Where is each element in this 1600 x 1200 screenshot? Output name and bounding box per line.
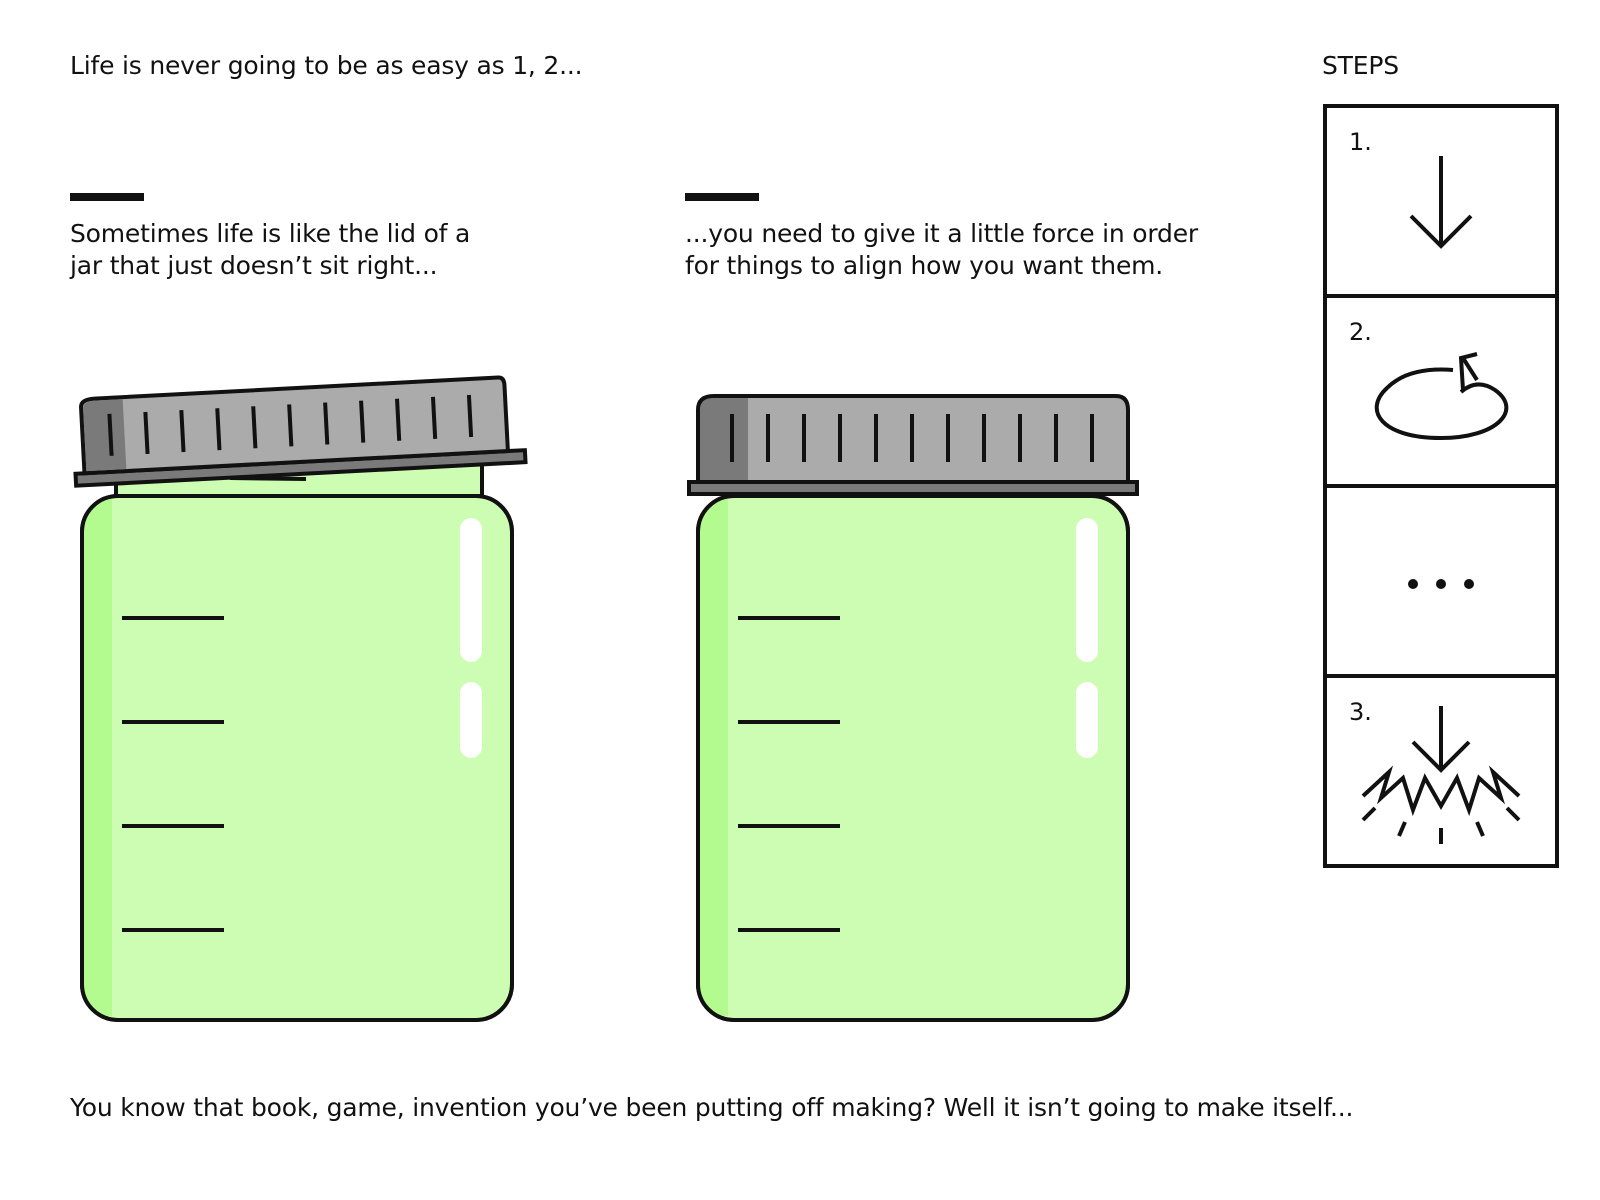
jar-highlight — [1076, 518, 1098, 662]
jar-edge-shade — [700, 499, 728, 1016]
caption-right: ...you need to give it a little force in… — [685, 218, 1198, 282]
jar-highlight — [460, 518, 482, 662]
caption-left-line-2: jar that just doesn’t sit right... — [70, 251, 438, 280]
caption-right-line-1: ...you need to give it a little force in… — [685, 219, 1198, 248]
jar-highlight — [460, 682, 482, 758]
rotate-icon — [1374, 352, 1509, 441]
jars-illustration — [73, 375, 1139, 1022]
step-ellipsis-box — [1323, 484, 1559, 678]
jar-highlight — [1076, 682, 1098, 758]
caption-right-line-2: for things to align how you want them. — [685, 251, 1164, 280]
jar-aligned-lid — [687, 394, 1139, 1022]
jar-crooked-lid — [73, 375, 528, 1022]
steps-title: STEPS — [1322, 51, 1399, 80]
caption-left: Sometimes life is like the lid of a jar … — [70, 218, 470, 282]
step-2-box: 2. — [1323, 294, 1559, 488]
caption-left-line-1: Sometimes life is like the lid of a — [70, 219, 471, 248]
footer-message: You know that book, game, invention you’… — [70, 1093, 1354, 1122]
jar-lid-tilted — [73, 375, 528, 488]
jar-body — [696, 494, 1130, 1022]
jar-body — [80, 494, 514, 1022]
ellipsis-icon — [1408, 579, 1474, 589]
impact-arrow-icon — [1361, 706, 1521, 844]
step-1-box: 1. — [1323, 104, 1559, 298]
step-3-box: 3. — [1323, 674, 1559, 868]
jar-edge-shade — [84, 499, 112, 1016]
arrow-down-icon — [1409, 156, 1473, 249]
caption-dash-right — [685, 193, 759, 201]
step-2-number: 2. — [1349, 318, 1372, 346]
caption-dash-left — [70, 193, 144, 201]
headline: Life is never going to be as easy as 1, … — [70, 51, 583, 80]
jar-lid — [687, 394, 1139, 496]
step-3-number: 3. — [1349, 698, 1372, 726]
step-1-number: 1. — [1349, 128, 1372, 156]
